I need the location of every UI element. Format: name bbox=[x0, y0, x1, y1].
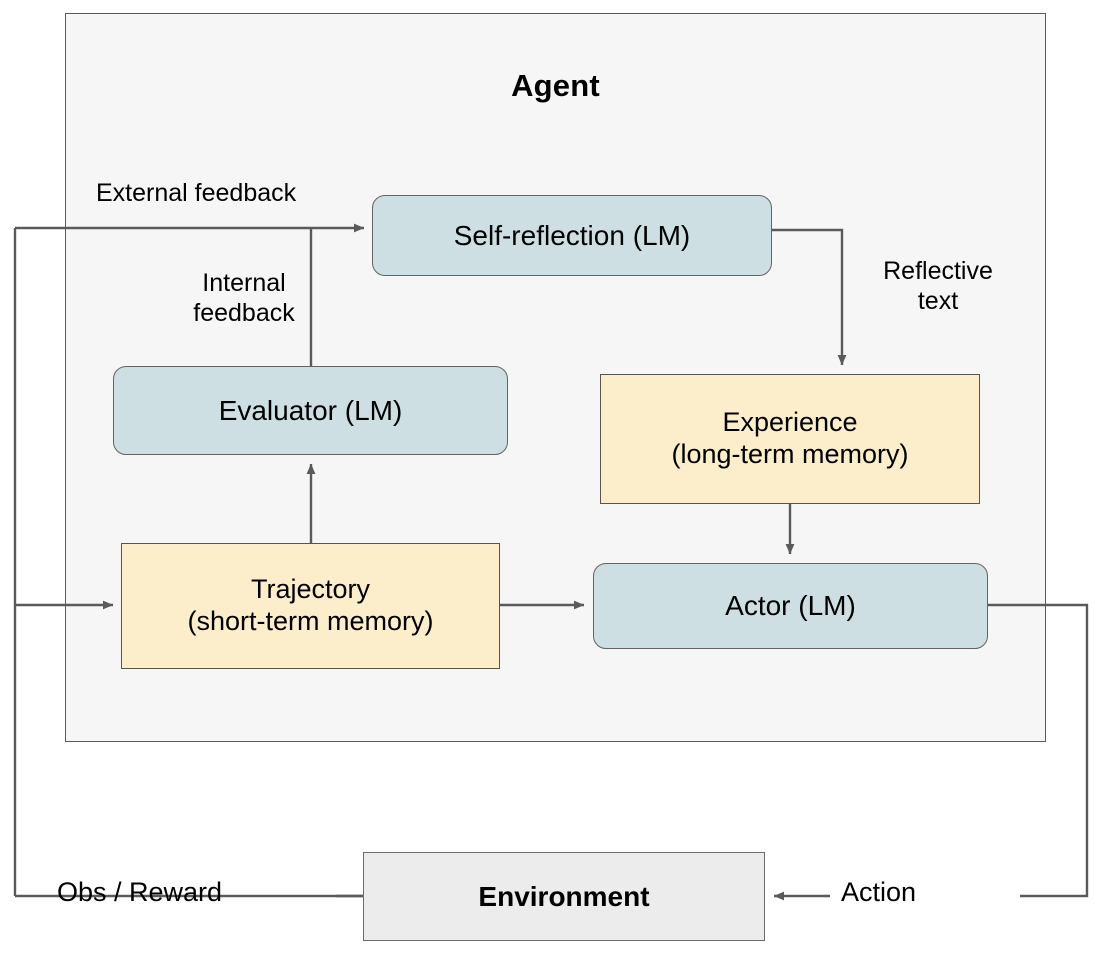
node-trajectory-sublabel: (short-term memory) bbox=[187, 606, 434, 636]
agent-title: Agent bbox=[511, 68, 600, 103]
edge-label-obs-reward: Obs / Reward bbox=[57, 877, 223, 907]
node-experience-sublabel: (long-term memory) bbox=[671, 439, 909, 469]
node-environment[interactable]: Environment bbox=[363, 852, 765, 941]
node-actor[interactable]: Actor (LM) bbox=[593, 563, 988, 649]
node-experience[interactable]: Experience (long-term memory) bbox=[600, 374, 980, 504]
node-trajectory[interactable]: Trajectory (short-term memory) bbox=[121, 543, 500, 669]
node-experience-label: Experience bbox=[722, 407, 858, 438]
node-evaluator[interactable]: Evaluator (LM) bbox=[113, 366, 508, 455]
node-environment-label: Environment bbox=[478, 880, 650, 912]
edge-label-external-feedback: External feedback bbox=[96, 179, 297, 207]
node-evaluator-label: Evaluator (LM) bbox=[218, 394, 403, 426]
node-actor-label: Actor (LM) bbox=[725, 590, 856, 622]
edge-label-reflective-text: Reflective text bbox=[883, 257, 993, 315]
edge-label-internal-feedback: Internal feedback bbox=[193, 269, 295, 327]
node-self-reflection-label: Self-reflection (LM) bbox=[453, 219, 691, 251]
node-trajectory-label: Trajectory bbox=[250, 574, 371, 605]
node-self-reflection[interactable]: Self-reflection (LM) bbox=[372, 195, 772, 276]
edge-label-action: Action bbox=[841, 877, 917, 907]
